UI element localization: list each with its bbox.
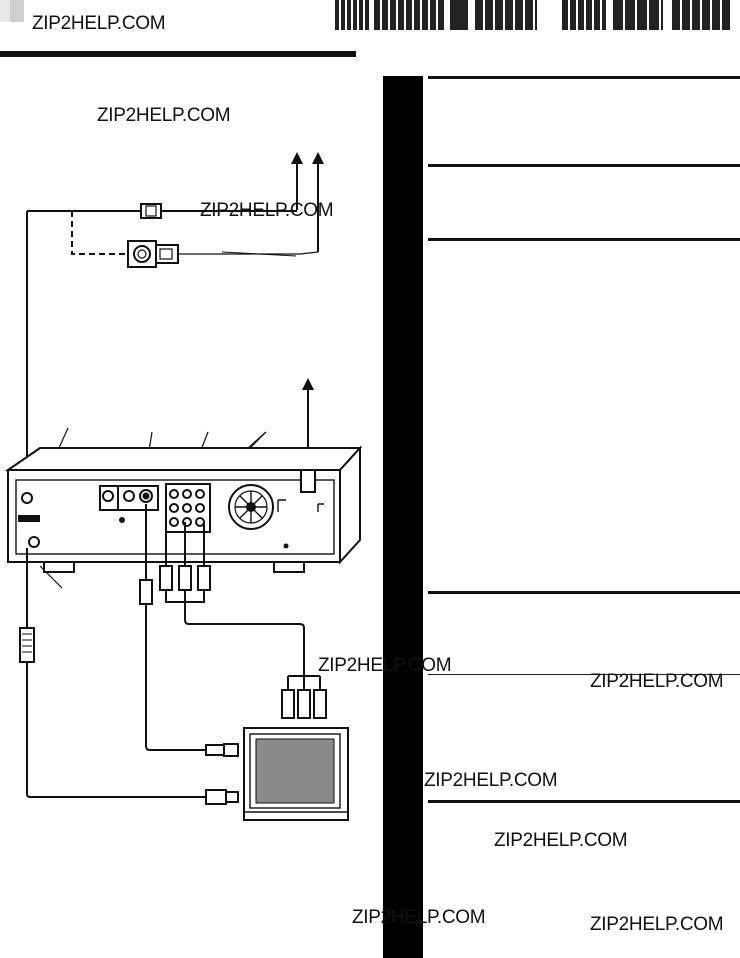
header-rule (0, 51, 356, 57)
section-rule (428, 76, 740, 79)
header-corner-tab-2 (10, 0, 24, 22)
section-rule (428, 800, 740, 803)
watermark-bottom-center: ZIP2HELP.COM (352, 907, 486, 928)
rf-in-jack (21, 492, 33, 504)
watermark-right-lower: ZIP2HELP.COM (424, 770, 558, 791)
section-rule (428, 238, 740, 241)
section-thin-rule (428, 674, 740, 675)
rca-plug-video (159, 565, 173, 591)
rca-plug-audio-l (178, 565, 192, 591)
rf-out-jack (28, 536, 40, 548)
section-rule (428, 591, 740, 594)
watermark-top-left: ZIP2HELP.COM (97, 105, 231, 126)
tv-rca-plug-3 (313, 689, 327, 719)
watermark-over-cable: ZIP2HELP.COM (318, 655, 452, 676)
matching-transformer (127, 240, 179, 268)
watermark-header: ZIP2HELP.COM (32, 13, 166, 34)
header-block (672, 0, 730, 30)
tv-set (243, 727, 349, 821)
header-block (450, 0, 468, 30)
header-block (335, 0, 369, 30)
tv-screen (255, 738, 335, 804)
header-block (475, 0, 537, 30)
tv-rf-plug (205, 789, 227, 805)
rf-plug (19, 627, 35, 663)
antenna-input-group (21, 152, 324, 500)
tv-rca-plug-1 (281, 689, 295, 719)
tv-rca-plug-2 (297, 689, 311, 719)
dashed-alt-line (71, 211, 128, 255)
watermark-over-antenna: ZIP2HELP.COM (200, 200, 334, 221)
watermark-right-bottom: ZIP2HELP.COM (494, 830, 628, 851)
vcr-rear-panel (4, 445, 363, 573)
tv-svideo-plug (205, 744, 225, 756)
svideo-plug (139, 579, 153, 605)
section-rule (428, 164, 740, 167)
av-cables (19, 504, 327, 805)
section-sidebar-bar (383, 76, 423, 958)
watermark-right-mid: ZIP2HELP.COM (590, 671, 724, 692)
header-block (562, 0, 606, 30)
watermark-bottom-right: ZIP2HELP.COM (590, 914, 724, 935)
header-block (374, 0, 444, 30)
rca-plug-audio-r (197, 565, 211, 591)
header-block (613, 0, 663, 30)
